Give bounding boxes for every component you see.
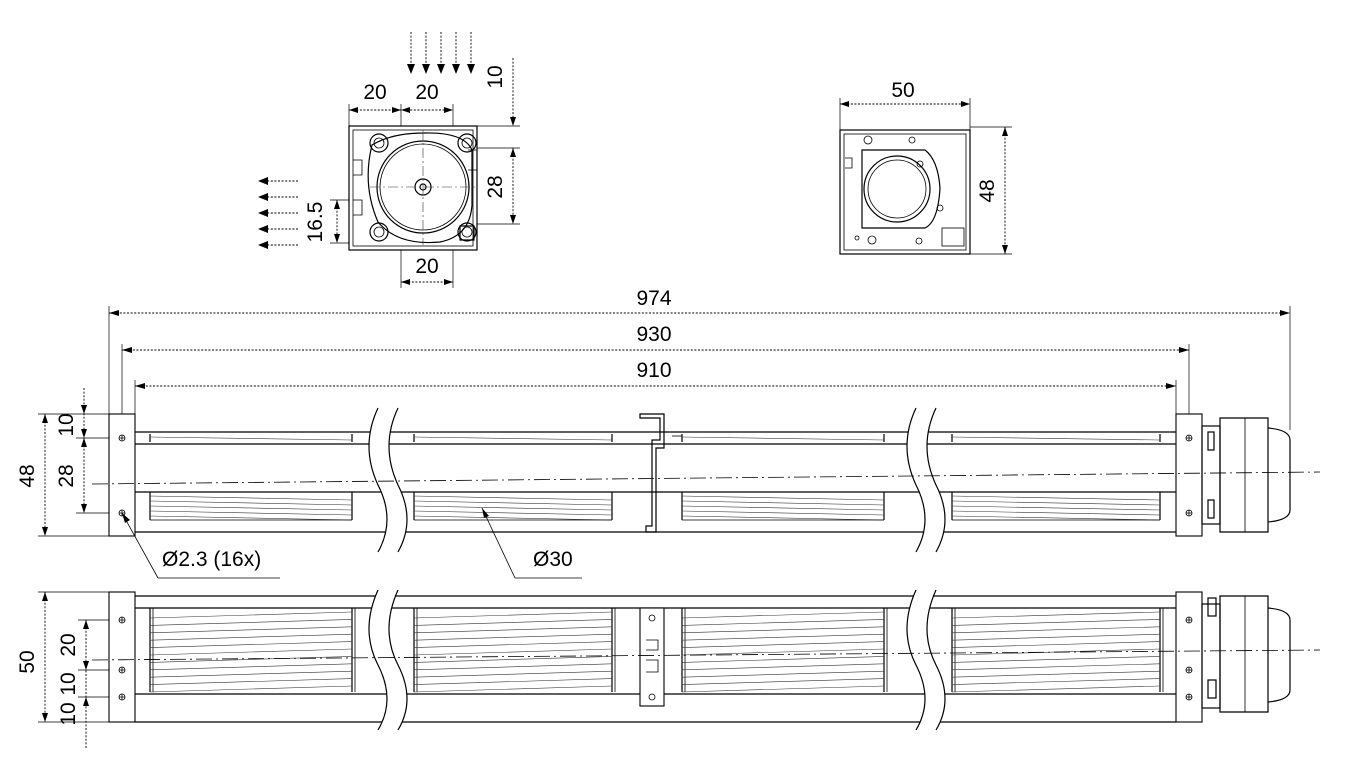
dim-mount-length: 930 xyxy=(636,323,671,346)
callout-diameter: Ø30 xyxy=(533,548,573,571)
dim-top-pitch-20: 20 xyxy=(57,633,80,656)
dim-mid-20: 20 xyxy=(415,81,438,104)
dim-front-height-10: 10 xyxy=(55,413,78,436)
dim-top-width-50: 50 xyxy=(16,650,39,673)
length-dimensions: 974 930 910 xyxy=(108,287,1291,430)
front-view: 48 10 28 Ø2.3 (16x) Ø30 xyxy=(16,388,1321,579)
end-view: 20 20 20 10 28 16.5 xyxy=(258,32,520,288)
dim-front-height-28: 28 xyxy=(55,464,78,487)
motor-view: 50 48 xyxy=(839,79,1012,255)
callout-holes: Ø2.3 (16x) xyxy=(162,548,261,571)
motor-dim-width-50: 50 xyxy=(891,79,914,102)
dim-top-edge-10-b: 10 xyxy=(57,702,80,725)
motor-dim-height-48: 48 xyxy=(976,179,999,202)
dim-impeller-length: 910 xyxy=(636,359,671,382)
front-impeller xyxy=(149,434,1161,521)
top-view: 50 20 10 10 xyxy=(16,589,1321,748)
dim-front-height-48: 48 xyxy=(16,464,39,487)
dim-overall-length: 974 xyxy=(636,287,671,310)
dim-top-edge-10-a: 10 xyxy=(57,672,80,695)
top-impeller xyxy=(149,608,1164,693)
airflow-in-arrows-icon xyxy=(407,32,475,74)
airflow-out-arrows-icon xyxy=(258,177,298,249)
dim-left-20: 20 xyxy=(363,81,386,104)
dim-height-28: 28 xyxy=(484,175,507,198)
dim-bottom-20: 20 xyxy=(415,255,438,278)
dim-offset-10: 10 xyxy=(484,65,507,88)
dim-side-16-5: 16.5 xyxy=(304,202,327,243)
